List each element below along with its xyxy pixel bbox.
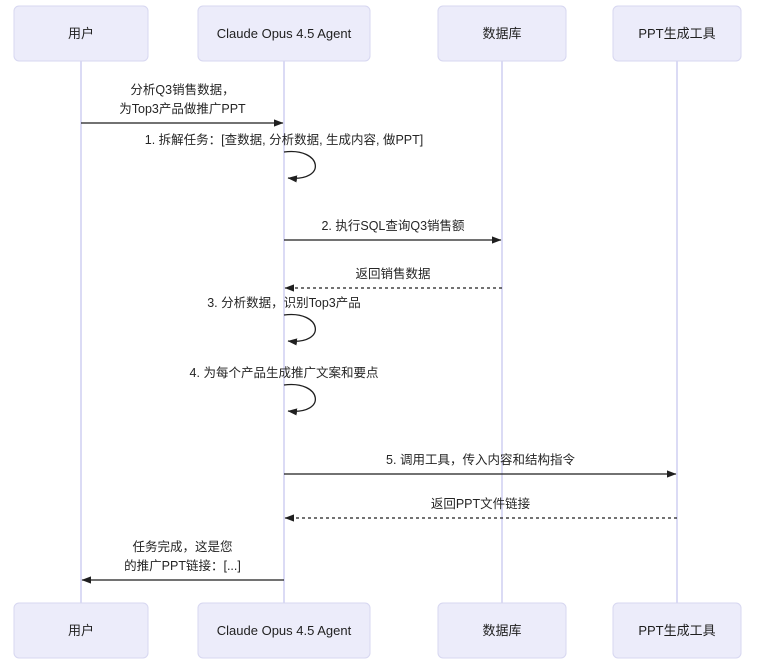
message-m3[interactable]: 2. 执行SQL查询Q3销售额 xyxy=(284,218,502,244)
participant-box-agent-top[interactable] xyxy=(197,5,371,62)
message-label-m3-line0: 2. 执行SQL查询Q3销售额 xyxy=(321,218,465,233)
message-label-m1-line0: 分析Q3销售数据， xyxy=(130,82,234,97)
participant-box-user-top[interactable] xyxy=(13,5,149,62)
message-m1[interactable]: 分析Q3销售数据， 为Top3产品做推广PPT xyxy=(81,82,284,127)
participant-label-user-bottom: 用户 xyxy=(68,623,94,638)
self-loop-arrow-m5 xyxy=(283,313,316,346)
participant-boxes-top: 用户 Claude Opus 4.5 Agent 数据库 PPT生成工具 xyxy=(13,5,742,62)
participant-label-ppt-top: PPT生成工具 xyxy=(638,26,715,41)
message-m4[interactable]: 返回销售数据 xyxy=(284,266,502,292)
message-label-m9-line0: 任务完成，这是您 xyxy=(132,539,232,554)
participant-label-ppt-bottom: PPT生成工具 xyxy=(638,623,715,638)
participant-box-ppt-top[interactable] xyxy=(612,5,742,62)
message-m8[interactable]: 返回PPT文件链接 xyxy=(284,496,677,522)
participant-label-db-top: 数据库 xyxy=(482,26,521,41)
message-label-m1-line1: 为Top3产品做推广PPT xyxy=(119,101,246,116)
message-m6[interactable]: 4. 为每个产品生成推广文案和要点 xyxy=(190,365,379,416)
message-label-m5: 3. 分析数据，识别Top3产品 xyxy=(207,295,361,310)
message-label-m2: 1. 拆解任务：[查数据, 分析数据, 生成内容, 做PPT] xyxy=(145,132,424,147)
participant-box-db-bottom[interactable] xyxy=(437,602,567,659)
message-label-m6: 4. 为每个产品生成推广文案和要点 xyxy=(190,365,379,380)
message-m2[interactable]: 1. 拆解任务：[查数据, 分析数据, 生成内容, 做PPT] xyxy=(145,132,424,183)
self-loop-arrow-m2 xyxy=(283,150,316,183)
participant-box-ppt-bottom[interactable] xyxy=(612,602,742,659)
message-label-m8-line0: 返回PPT文件链接 xyxy=(431,496,531,511)
participant-label-agent-top: Claude Opus 4.5 Agent xyxy=(217,26,352,41)
message-m5[interactable]: 3. 分析数据，识别Top3产品 xyxy=(207,295,361,346)
messages-group: 分析Q3销售数据， 为Top3产品做推广PPT 1. 拆解任务：[查数据, 分析数据… xyxy=(81,82,677,584)
participant-box-agent-bottom[interactable] xyxy=(197,602,371,659)
participant-label-agent-bottom: Claude Opus 4.5 Agent xyxy=(217,623,352,638)
participant-label-db-bottom: 数据库 xyxy=(482,623,521,638)
participant-boxes-bottom: 用户 Claude Opus 4.5 Agent 数据库 PPT生成工具 xyxy=(13,602,742,659)
message-label-m4-line0: 返回销售数据 xyxy=(355,266,430,281)
lifelines-group xyxy=(80,61,678,603)
message-label-m7-line0: 5. 调用工具，传入内容和结构指令 xyxy=(386,452,575,467)
participant-box-db-top[interactable] xyxy=(437,5,567,62)
self-loop-arrow-m6 xyxy=(283,383,316,416)
message-m7[interactable]: 5. 调用工具，传入内容和结构指令 xyxy=(284,452,677,478)
participant-box-user-bottom[interactable] xyxy=(13,602,149,659)
participant-label-user-top: 用户 xyxy=(68,26,94,41)
message-label-m9-line1: 的推广PPT链接：[...] xyxy=(124,558,241,573)
